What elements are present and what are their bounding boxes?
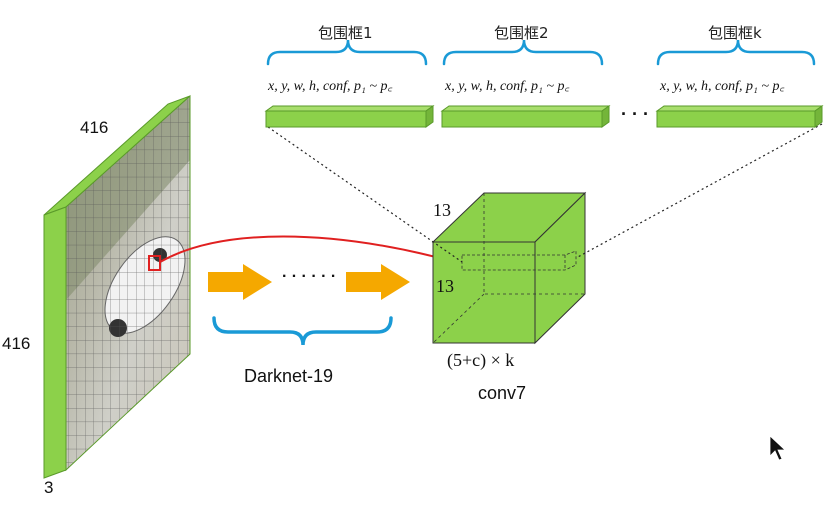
box-bar-2 <box>440 105 611 128</box>
image-side-face <box>43 206 67 479</box>
network-label: Darknet-19 <box>244 366 334 386</box>
cube-cell-tube <box>461 250 577 271</box>
box-bar-1 <box>264 105 435 128</box>
box-bar-k <box>655 105 824 128</box>
cell-pointer-arrow <box>159 235 459 268</box>
box-title-1: 包围框1 <box>318 24 373 42</box>
connector-left <box>267 126 463 263</box>
box-title-k: 包围框k <box>708 24 762 42</box>
cube-hidden-edges <box>432 193 585 344</box>
cube-size-top: 13 <box>433 200 451 220</box>
input-image-block <box>43 94 191 479</box>
darknet-bracket <box>212 316 393 346</box>
cursor-icon <box>769 435 787 461</box>
selected-cell <box>148 255 161 271</box>
box-bracket-2 <box>442 39 604 66</box>
box-params-1: x, y, w, h, conf, p₁ ~ p꜀ <box>268 79 393 94</box>
box-title-2: 包围框2 <box>494 24 549 42</box>
flow-ellipsis: · · · · · · <box>282 268 337 285</box>
flow-arrow-left <box>208 264 272 300</box>
cube-depth-label: (5+c) × k <box>447 350 515 370</box>
connector-right <box>575 123 823 259</box>
box-params-k: x, y, w, h, conf, p₁ ~ p꜀ <box>660 79 785 94</box>
box-bracket-k <box>656 39 816 66</box>
cube-size-left: 13 <box>436 276 454 296</box>
box-ellipsis: · · · <box>621 104 649 124</box>
box-params-2: x, y, w, h, conf, p₁ ~ p꜀ <box>445 79 570 94</box>
cube-side <box>534 191 586 345</box>
feature-cube <box>431 191 587 345</box>
cube-layer-label: conv7 <box>478 383 527 403</box>
image-size-left: 416 <box>2 334 31 353</box>
image-grid-overlay <box>66 96 190 470</box>
image-depth: 3 <box>44 478 54 497</box>
flow-arrow-right <box>346 264 410 300</box>
image-size-top: 416 <box>80 118 109 137</box>
image-photo-outline <box>65 94 191 472</box>
box-bracket-1 <box>266 39 428 66</box>
